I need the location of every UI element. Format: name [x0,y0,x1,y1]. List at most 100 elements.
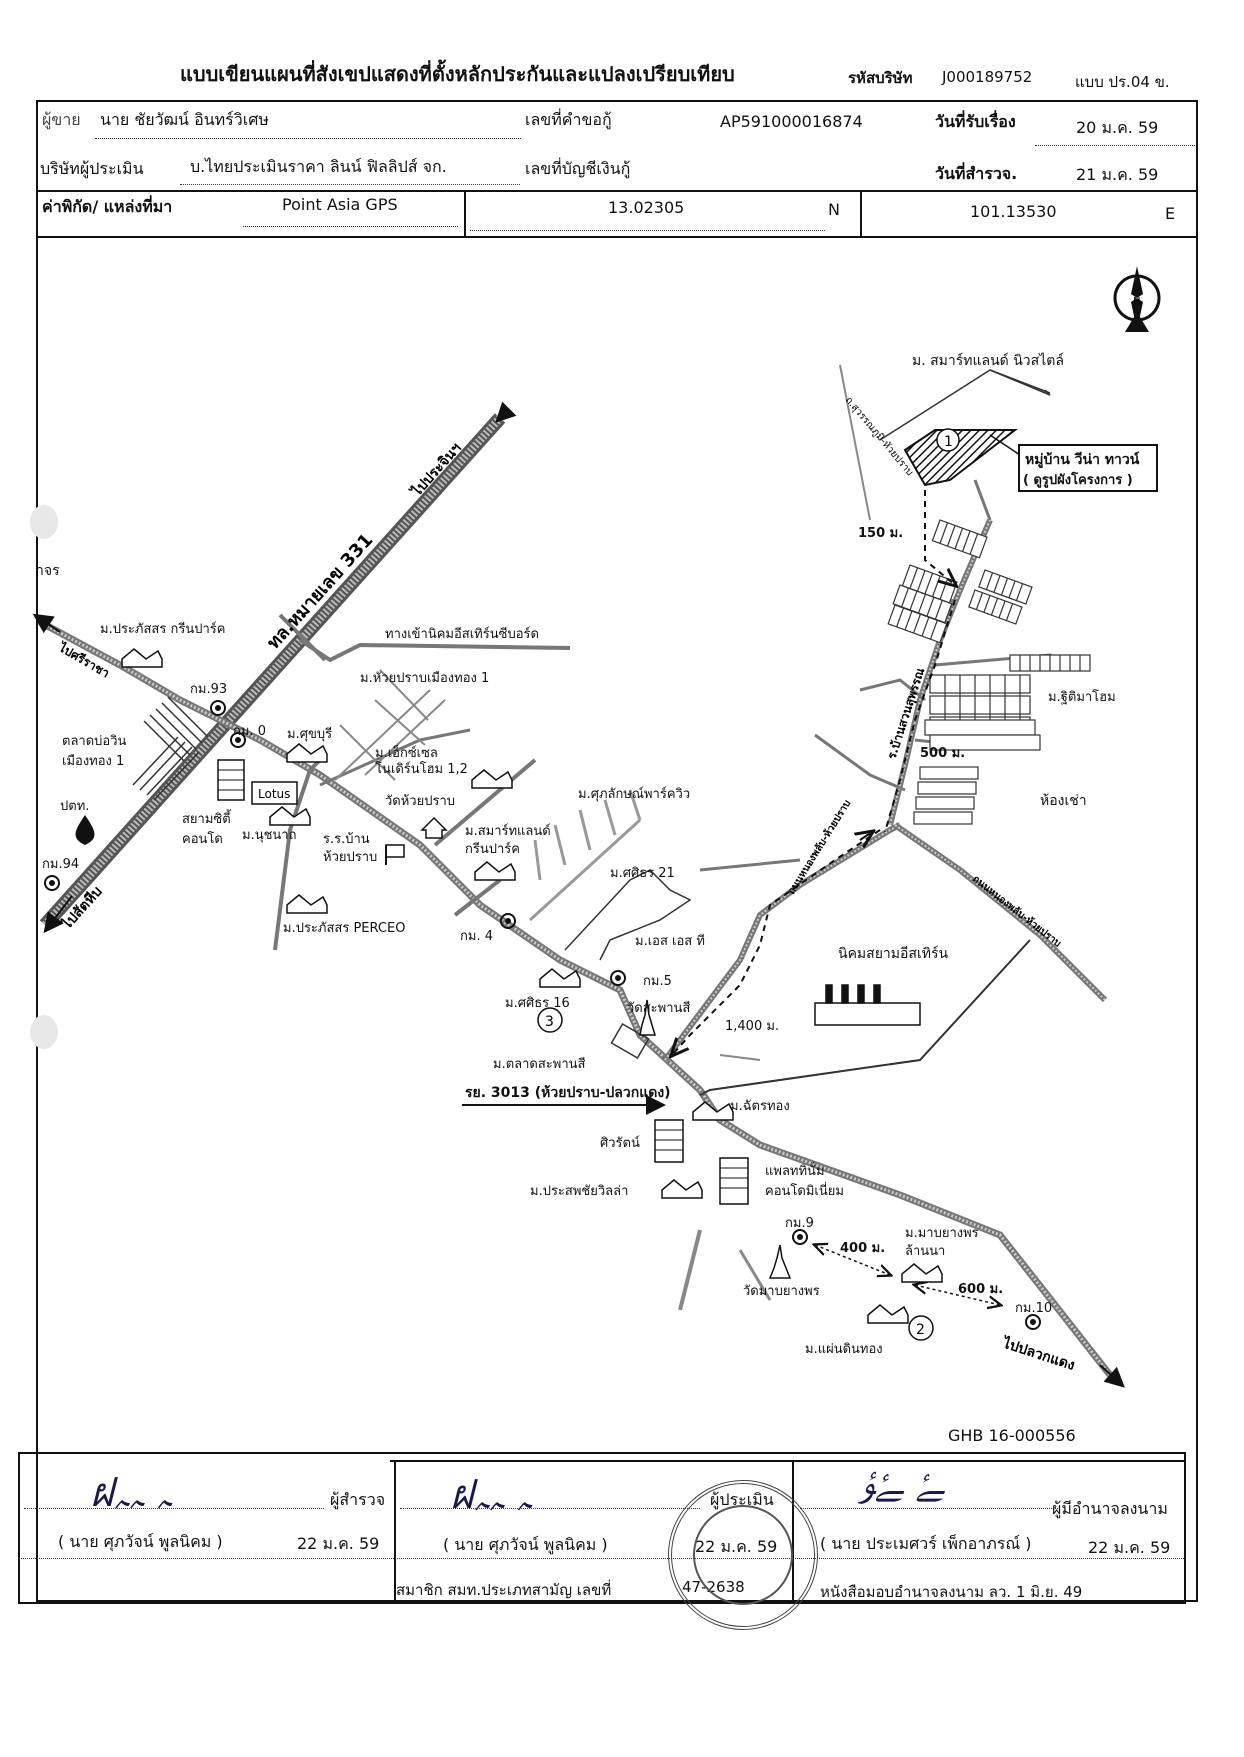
platinum-label: แพลททินั่ม [765,1164,825,1179]
marker-3-circle [537,1007,563,1033]
vina-town-callout [1018,444,1158,492]
appraiser-company: บ.ไทยประเมินราคา ลินน์ ฟิลลิปส์ จก. [190,157,447,176]
km5-label: กม.5 [643,974,672,989]
marker-1-circle [936,428,960,452]
coord-label: ค่าพิกัด/ แหล่งที่มา [42,197,173,216]
nutchanat-label: ม.นุชนาถ [242,828,297,843]
sirin21-label: ม.ศศิธร 21 [610,866,675,881]
sirin16-label: ม.ศศิธร 16 [505,996,570,1011]
marker-1: 1 [944,434,953,450]
borrower-name: นาย ชัยวัฒน์ อินทร์วิเศษ [100,110,269,129]
market-saphan-label: ม.ตลาดสะพานสี [493,1057,586,1072]
marker-3: 3 [545,1014,554,1030]
vina-town-label-2: ( ดูรูปผังโครงการ ) [1023,473,1133,488]
surveyor-sign-line [24,1508,324,1509]
km-markers [44,700,1041,1330]
form-code: แบบ ปร.04 ข. [1075,73,1170,91]
lotus-logo-box [251,781,298,805]
housing-blocks-east [887,519,1091,825]
rayong-road-label-2: ถนนหนองพลับ-ห้วยปราบ [970,873,1063,950]
school-label: ร.ร.บ้าน [323,832,370,847]
housing-blocks-bowin [132,696,209,801]
market-bowin-label: ตลาดบ่อวิน [62,734,127,749]
smart-green-label: ม.สมาร์ทแลนด์ [465,824,551,839]
rooms-label: ห้องเช่า [1040,793,1087,809]
loan-request-label: เลขที่คำขอกู้ [525,110,612,129]
suklak-label: ม.ศุภลักษณ์พาร์ควิว [578,787,691,802]
school-label-2: ห้วยปราบ [323,850,378,865]
marker-2: 2 [916,1322,925,1338]
survey-date: 21 ม.ค. 59 [1076,165,1159,184]
form-title: แบบเขียนแผนที่สังเขปแสดงที่ตั้งหลักประกั… [180,62,735,86]
paendin-label: ม.แผ่นดินทอง [805,1342,883,1357]
appraiser-seal-inner-icon [693,1505,793,1605]
wat-huay-prab-label: วัดห้วยปราบ [385,794,456,809]
sukburi-label: ม.ศุขบุรี [287,727,333,742]
surveyor-date: 22 ม.ค. 59 [297,1534,380,1553]
distance-150: 150 ม. [858,526,904,541]
excel-label-2: โนเดิร์นโฮม 1,2 [375,762,468,777]
authorized-signature: ﮱ ﮱ‍ﺆ [860,1458,944,1504]
north-compass-icon [1113,266,1161,332]
km10-label: กม.10 [1015,1301,1053,1316]
rayong-road-label: ถนนหนองพลับ-ห้วยปราบ [785,798,853,897]
form-frame [36,100,1198,1602]
platinum-label-2: คอนโดมิเนี่ยม [765,1184,844,1199]
received-date-label: วันที่รับเรื่อง [935,112,1016,131]
rudima-label: ม.ฐิติมาโฮม [1048,690,1116,705]
appraiser-sign-line [400,1508,700,1509]
appraiser-seal-icon [668,1480,818,1630]
marker-2-circle [908,1315,934,1341]
mab-lanna-label: ม.มาบยางพร [905,1226,979,1241]
ptt-icon [75,815,95,845]
km0-label: กม. 0 [233,724,266,739]
coord-underline [243,226,458,227]
latitude-dir: N [828,200,840,219]
loan-request-no: AP591000016874 [720,112,863,131]
condo-label: คอนโด [182,832,223,847]
authorized-date: 22 ม.ค. 59 [1088,1538,1171,1557]
col-divider-a [464,190,466,236]
prasop-label: ม.ประสพชัยวิลล่า [530,1184,629,1199]
footer-row-line [18,1558,1186,1559]
coord-source: Point Asia GPS [282,195,398,214]
binder-hole [30,505,58,539]
km94-label: กม.94 [42,857,80,872]
to-pluak-daeng-label: ไปปลวกแดง [999,1333,1078,1374]
distance-1400: 1,400 ม. [725,1019,780,1034]
lat-underline [470,230,825,231]
authorized-label: ผู้มีอำนาจลงนาม [1052,1499,1168,1518]
survey-date-label: วันที่สำรวจ. [935,164,1018,183]
longitude-dir: E [1165,204,1176,223]
binder-hole [30,1015,58,1049]
longitude: 101.13530 [970,202,1057,221]
siwat-label: ศิวรัตน์ [600,1136,640,1151]
highway-331 [39,401,517,934]
industrial-entrance-label: ทางเข้านิคมอีสเทิร์นซีบอร์ด [385,627,539,642]
smart-green-label-2: กรีนปาร์ค [465,842,520,857]
road-3013-label: รย. 3013 (ห้วยปราบ-ปลวกแดง) [465,1085,671,1101]
excel-label: ม.เอ็กซ์เซล [375,746,438,761]
distance-500: 500 ม. [920,746,966,761]
appraiser-company-label: บริษัทผู้ประเมิน [40,159,144,178]
member-label: สมาชิก สมท.ประเภทสามัญ เลขที่ [396,1581,612,1599]
surveyor-label: ผู้สำรวจ [330,1490,386,1509]
authorized-sign-line [800,1508,1060,1509]
left-edge-fragment: าจร [36,563,60,579]
latitude: 13.02305 [608,198,685,217]
smart-new-style-label: ม. สมาร์ทแลนด์ นิวสไตล์ [912,353,1064,369]
siam-eastern-label: นิคมสยามอีสเทิร์น [838,946,949,962]
road-331-label: ทล.หมายเลข 331 [263,530,377,654]
huay-prab-muangthong-label: ม.หัวยปราบเมืองทอง 1 [360,671,490,686]
col-divider-b [860,190,862,236]
loan-account-label: เลขที่บัญชีเงินกู้ [525,159,631,178]
perceo-label: ม.ประภัสสร PERCEO [283,921,406,936]
vina-town-plot [903,429,1018,487]
distance-400: 400 ม. [840,1241,886,1256]
siam-city-label: สยามซิตี้ [182,812,231,827]
distance-600: 600 ม. [958,1282,1004,1297]
wat-saphan-label: วัดสะพานสี [627,1001,691,1016]
ghb-reference: GHB 16-000556 [948,1426,1076,1445]
footer-frame [18,1452,1186,1604]
